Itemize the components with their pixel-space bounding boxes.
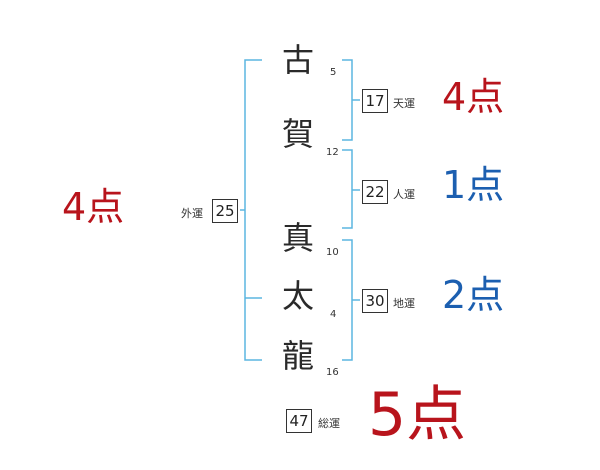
- gaikaku-label: 外運: [181, 207, 203, 220]
- stroke-count-4: 4: [330, 309, 337, 320]
- tenkaku-value-box: 17: [362, 89, 388, 113]
- soukaku-label: 総運: [318, 417, 340, 430]
- stroke-count-2: 12: [326, 147, 339, 158]
- gaikaku-score: 4点: [62, 185, 125, 229]
- jinkaku-score: 1点: [442, 163, 505, 207]
- name-char-2: 賀: [281, 115, 314, 153]
- stroke-count-3: 10: [326, 247, 339, 258]
- tenkaku-score: 4点: [442, 75, 505, 119]
- outer-bracket: [244, 59, 262, 361]
- name-char-5: 龍: [281, 337, 314, 375]
- stroke-count-5: 16: [326, 367, 339, 378]
- tenkaku-bracket: [342, 59, 353, 141]
- gaikaku-value-box: 25: [212, 199, 238, 223]
- soukaku-score: 5点: [368, 380, 467, 450]
- stroke-count-1: 5: [330, 67, 337, 78]
- chikaku-label: 地運: [393, 297, 415, 310]
- tenkaku-label: 天運: [393, 97, 415, 110]
- jinkaku-label: 人運: [393, 188, 415, 201]
- soukaku-value-box: 47: [286, 409, 312, 433]
- name-char-4: 太: [281, 277, 314, 315]
- chikaku-value-box: 30: [362, 289, 388, 313]
- name-char-1: 古: [281, 41, 314, 79]
- name-char-3: 真: [281, 219, 314, 257]
- jinkaku-bracket: [342, 149, 353, 229]
- jinkaku-value-box: 22: [362, 180, 388, 204]
- chikaku-score: 2点: [442, 273, 505, 317]
- chikaku-bracket: [342, 239, 353, 361]
